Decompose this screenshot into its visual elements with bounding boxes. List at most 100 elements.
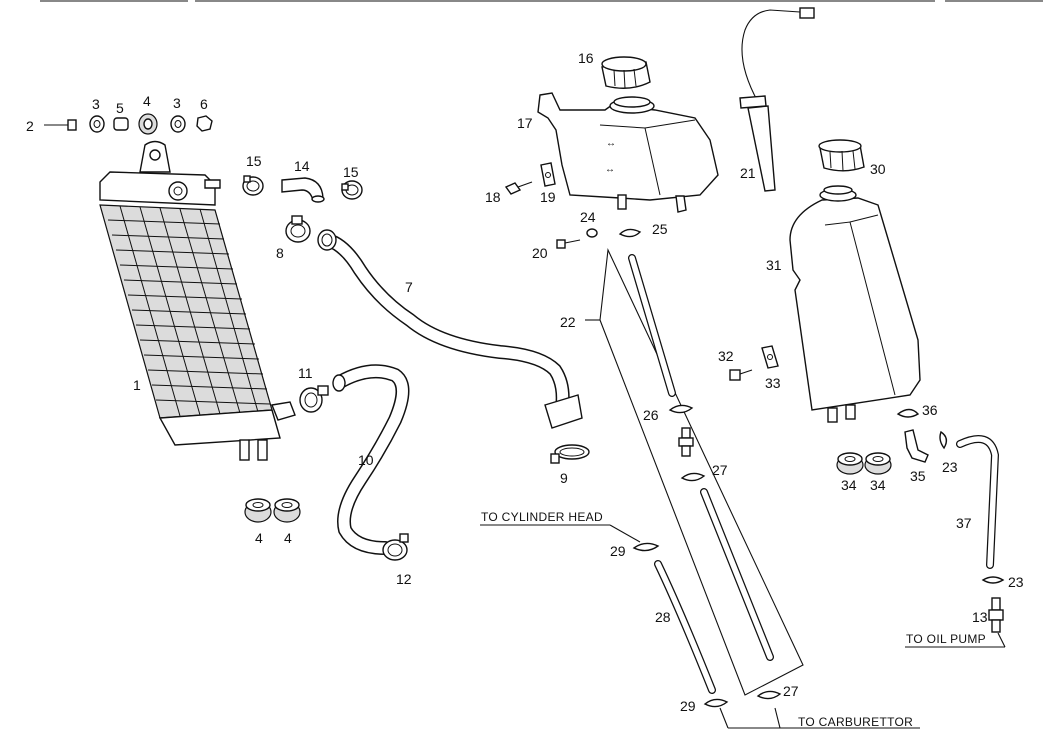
label-part-4b: 4 bbox=[255, 530, 263, 546]
clamp-15a bbox=[242, 175, 264, 196]
label-part-34a: 34 bbox=[841, 477, 857, 493]
label-part-14: 14 bbox=[294, 158, 310, 174]
label-part-6: 6 bbox=[200, 96, 208, 112]
label-part-3a: 3 bbox=[92, 96, 100, 112]
label-part-36: 36 bbox=[922, 402, 938, 418]
label-part-31: 31 bbox=[766, 257, 782, 273]
label-part-10: 10 bbox=[358, 452, 374, 468]
label-part-35: 35 bbox=[910, 468, 926, 484]
label-part-4c: 4 bbox=[284, 530, 292, 546]
note-to-cylinder-head: TO CYLINDER HEAD bbox=[481, 510, 603, 524]
note-to-carburettor: TO CARBURETTOR bbox=[798, 715, 913, 729]
cap-16 bbox=[601, 56, 651, 89]
note-leaders bbox=[480, 524, 1006, 729]
label-part-11: 11 bbox=[298, 365, 313, 381]
radiator bbox=[99, 140, 296, 461]
label-part-27a: 27 bbox=[712, 462, 728, 478]
label-part-27b: 27 bbox=[783, 683, 799, 699]
grommet-4a bbox=[138, 113, 158, 135]
oil-hose-37 bbox=[956, 434, 1000, 569]
clip-33 bbox=[761, 345, 779, 369]
clip-26 bbox=[668, 404, 694, 414]
label-part-18: 18 bbox=[485, 189, 501, 205]
clamp-11 bbox=[299, 385, 329, 413]
screw-20 bbox=[556, 239, 581, 249]
oil-tank bbox=[789, 185, 921, 423]
kit-22-outline bbox=[585, 248, 804, 696]
clip-29b bbox=[703, 698, 729, 708]
svg-text:↔: ↔ bbox=[605, 164, 615, 175]
label-part-37: 37 bbox=[956, 515, 972, 531]
clip-36 bbox=[896, 408, 920, 418]
label-part-5: 5 bbox=[116, 100, 124, 116]
label-part-29b: 29 bbox=[680, 698, 696, 714]
connector-mid bbox=[678, 427, 694, 457]
label-part-23b: 23 bbox=[1008, 574, 1024, 590]
screw-32 bbox=[729, 369, 753, 381]
note-to-oil-pump: TO OIL PUMP bbox=[906, 632, 986, 646]
pipe-top bbox=[628, 254, 676, 397]
label-part-30: 30 bbox=[870, 161, 886, 177]
hose-14 bbox=[281, 177, 325, 203]
hose-7 bbox=[317, 229, 583, 429]
label-part-23a: 23 bbox=[942, 459, 958, 475]
screw-18 bbox=[504, 181, 533, 195]
label-part-26: 26 bbox=[643, 407, 659, 423]
washer-3a bbox=[89, 115, 105, 133]
label-part-2: 2 bbox=[26, 118, 34, 134]
svg-text:↔: ↔ bbox=[606, 138, 616, 149]
grommet-4b bbox=[244, 498, 272, 523]
label-part-13: 13 bbox=[972, 609, 988, 625]
label-part-16: 16 bbox=[578, 50, 594, 66]
clamp-12 bbox=[382, 533, 409, 561]
label-part-29a: 29 bbox=[610, 543, 626, 559]
washer-24 bbox=[586, 228, 598, 238]
nut-6 bbox=[196, 115, 213, 132]
label-part-19: 19 bbox=[540, 189, 556, 205]
grommet-34a bbox=[836, 452, 864, 475]
clip-29a bbox=[632, 542, 660, 552]
label-part-1: 1 bbox=[133, 377, 141, 393]
clip-27a bbox=[680, 472, 706, 482]
clamp-8 bbox=[285, 215, 311, 243]
cap-30 bbox=[818, 139, 865, 172]
clip-19 bbox=[540, 162, 556, 187]
grommet-34b bbox=[864, 452, 892, 475]
label-part-20: 20 bbox=[532, 245, 548, 261]
pipe-28 bbox=[654, 560, 716, 694]
label-part-25: 25 bbox=[652, 221, 668, 237]
screw-2 bbox=[44, 119, 77, 131]
label-part-7: 7 bbox=[405, 279, 413, 295]
clamp-15b bbox=[341, 180, 363, 200]
connector-13 bbox=[988, 597, 1004, 633]
clip-23a bbox=[939, 430, 948, 450]
clip-27b bbox=[756, 690, 782, 700]
clamp-9 bbox=[550, 444, 590, 464]
fitting-35 bbox=[904, 429, 929, 463]
level-sensor-21 bbox=[739, 7, 815, 192]
label-part-4a: 4 bbox=[143, 93, 151, 109]
label-part-32: 32 bbox=[718, 348, 734, 364]
label-part-15b: 15 bbox=[343, 164, 359, 180]
label-part-17: 17 bbox=[517, 115, 533, 131]
hose-10 bbox=[332, 364, 410, 555]
expansion-tank: ↔ ↔ bbox=[537, 92, 719, 213]
label-part-3b: 3 bbox=[173, 95, 181, 111]
label-part-22: 22 bbox=[560, 314, 576, 330]
clip-25 bbox=[618, 228, 642, 238]
label-part-15a: 15 bbox=[246, 153, 262, 169]
label-part-28: 28 bbox=[655, 609, 671, 625]
label-part-24: 24 bbox=[580, 209, 596, 225]
clip-23b bbox=[981, 576, 1005, 584]
label-part-8: 8 bbox=[276, 245, 284, 261]
grommet-4c bbox=[273, 498, 301, 523]
washer-3b bbox=[170, 115, 186, 133]
label-part-34b: 34 bbox=[870, 477, 886, 493]
label-part-21: 21 bbox=[740, 165, 756, 181]
spacer-5 bbox=[113, 117, 129, 131]
label-part-9: 9 bbox=[560, 470, 568, 486]
pipe-27 bbox=[700, 488, 774, 661]
label-part-12: 12 bbox=[396, 571, 412, 587]
label-part-33: 33 bbox=[765, 375, 781, 391]
